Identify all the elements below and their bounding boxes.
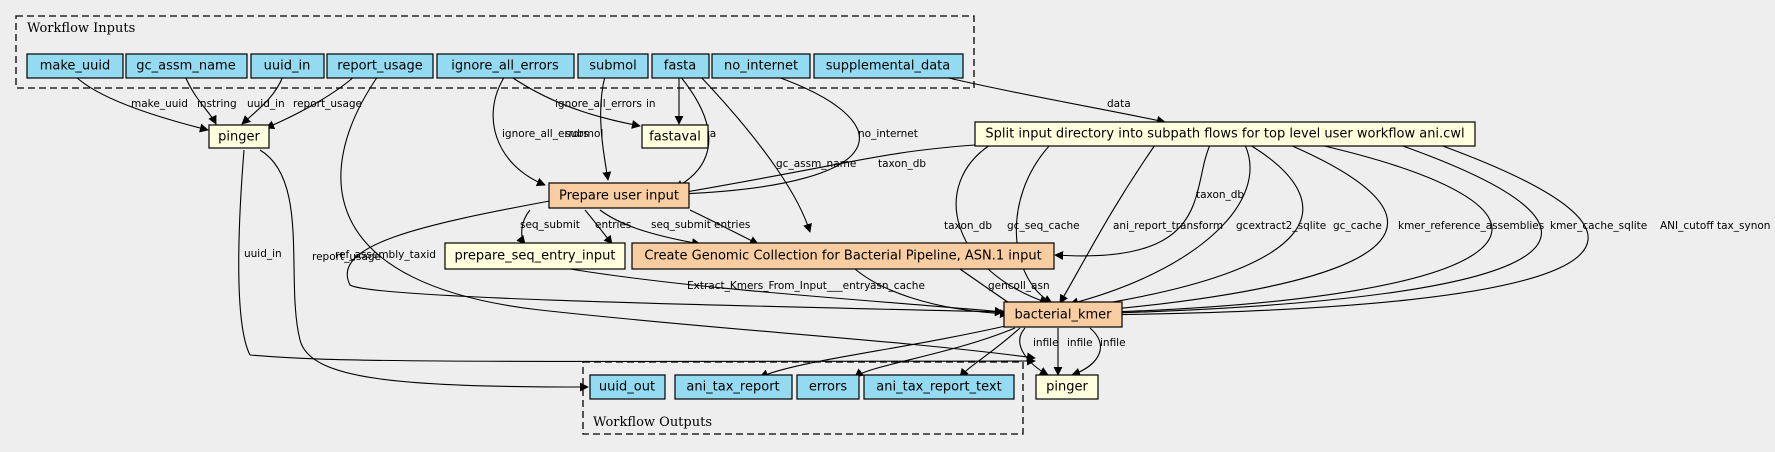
edge-label: gc_seq_cache xyxy=(1007,220,1080,232)
node-no-internet[interactable]: no_internet xyxy=(711,53,811,79)
node-supplemental-data[interactable]: supplemental_data xyxy=(813,53,964,79)
node-pinger-top[interactable]: pinger xyxy=(208,124,270,149)
node-ani-tax-report-text[interactable]: ani_tax_report_text xyxy=(863,374,1015,400)
edge-label: submol xyxy=(565,128,603,140)
edge-label: report_usage xyxy=(293,98,362,110)
edge-label: asn_cache xyxy=(870,280,925,292)
edge-label: in xyxy=(646,98,656,110)
edge-label: gcextract2_sqlite xyxy=(1236,220,1326,232)
edge-label: kmer_reference_assemblies xyxy=(1398,220,1544,232)
edge-label: taxon_db xyxy=(944,220,992,232)
edge-label: entries xyxy=(595,219,631,231)
node-label: make_uuid xyxy=(40,59,111,74)
node-label: uuid_in xyxy=(264,59,311,74)
node-submol[interactable]: submol xyxy=(577,53,649,79)
edge-label: gencoll_asn xyxy=(988,280,1050,292)
node-bacterial-kmer[interactable]: bacterial_kmer xyxy=(1003,301,1123,328)
node-label: errors xyxy=(809,380,847,395)
edge-labels: make_uuid instring uuid_in report_usage … xyxy=(131,98,1770,349)
edge-label: seq_submit xyxy=(520,219,580,231)
edge-label: uuid_in xyxy=(244,248,282,260)
edge-label: tax_synon xyxy=(1717,220,1770,232)
edge-label: infile xyxy=(1067,337,1093,349)
node-report-usage[interactable]: report_usage xyxy=(326,53,434,79)
edge-label: seq_submit xyxy=(651,219,711,231)
node-label: prepare_seq_entry_input xyxy=(455,249,616,264)
node-uuid-in[interactable]: uuid_in xyxy=(250,53,325,79)
edge-label: instring xyxy=(197,98,237,110)
node-create-genomic-collection[interactable]: Create Genomic Collection for Bacterial … xyxy=(631,242,1055,270)
node-label: pinger xyxy=(218,130,260,145)
node-label: submol xyxy=(589,59,637,74)
edge-label: infile xyxy=(1033,337,1059,349)
edge-label: ignore_all_errors xyxy=(502,128,589,140)
edge-label: gc_cache xyxy=(1333,220,1382,232)
node-ani-tax-report[interactable]: ani_tax_report xyxy=(674,374,793,400)
node-prepare-seq-entry-input[interactable]: prepare_seq_entry_input xyxy=(444,242,626,270)
edge-label: ANI_cutoff xyxy=(1660,220,1714,232)
node-label: fasta xyxy=(664,59,696,74)
edge-label: report_usage xyxy=(312,251,381,263)
edge-label: make_uuid xyxy=(131,98,188,110)
node-split-input-directory[interactable]: Split input directory into subpath flows… xyxy=(974,121,1476,147)
node-label: gc_assm_name xyxy=(136,59,235,74)
node-label: pinger xyxy=(1046,380,1088,395)
node-label: Create Genomic Collection for Bacterial … xyxy=(644,249,1041,264)
node-ignore-all-errors[interactable]: ignore_all_errors xyxy=(436,53,575,79)
node-label: fastaval xyxy=(649,130,701,145)
edge-label: Extract_Kmers_From_Input___entry xyxy=(687,280,870,292)
node-label: report_usage xyxy=(337,59,422,74)
edge-label: ignore_all_errors xyxy=(555,98,642,110)
node-pinger-bottom[interactable]: pinger xyxy=(1035,374,1099,400)
edge-label: taxon_db xyxy=(878,158,926,170)
node-label: Split input directory into subpath flows… xyxy=(985,127,1464,142)
node-label: uuid_out xyxy=(599,380,655,395)
edge-label: no_internet xyxy=(858,128,918,140)
cluster-outputs-label: Workflow Outputs xyxy=(593,415,712,430)
node-uuid-out[interactable]: uuid_out xyxy=(589,374,666,400)
node-label: no_internet xyxy=(724,59,798,74)
cluster-workflow-outputs: Workflow Outputs xyxy=(582,361,1024,435)
edge-label: entries xyxy=(714,219,750,231)
node-label: ani_tax_report xyxy=(686,380,779,395)
edge-label: ref_assembly_taxid xyxy=(335,249,436,261)
node-make-uuid[interactable]: make_uuid xyxy=(26,53,124,79)
node-fastaval[interactable]: fastaval xyxy=(641,124,709,149)
edge-label: ani_report_transform xyxy=(1113,220,1223,232)
node-label: Prepare user input xyxy=(559,189,679,204)
node-prepare-user-input[interactable]: Prepare user input xyxy=(548,182,690,209)
node-label: ani_tax_report_text xyxy=(876,380,1001,395)
edge-label: gc_assm_name xyxy=(776,158,856,170)
edge-label: data xyxy=(1107,98,1131,110)
edge-label: kmer_cache_sqlite xyxy=(1550,220,1647,232)
edge-label: infile xyxy=(1100,337,1126,349)
node-label: ignore_all_errors xyxy=(451,59,559,74)
cluster-workflow-inputs: Workflow Inputs xyxy=(15,15,975,89)
edge-label: taxon_db xyxy=(1196,189,1244,201)
node-gc-assm-name[interactable]: gc_assm_name xyxy=(125,53,248,79)
node-fasta[interactable]: fasta xyxy=(651,53,710,79)
edge-label: uuid_in xyxy=(247,98,285,110)
cluster-inputs-label: Workflow Inputs xyxy=(27,21,135,36)
node-label: supplemental_data xyxy=(826,59,950,74)
node-label: bacterial_kmer xyxy=(1014,308,1112,323)
node-errors[interactable]: errors xyxy=(796,374,860,400)
